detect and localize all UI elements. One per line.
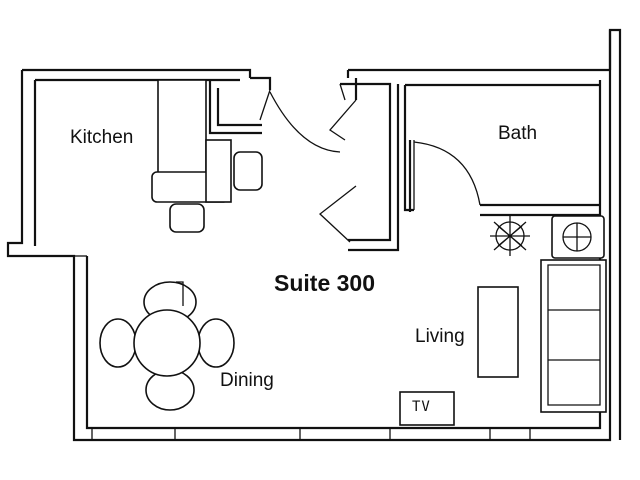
window-marks bbox=[91, 428, 531, 440]
room-label-dining: Dining bbox=[220, 370, 274, 391]
tv-label: TV bbox=[412, 399, 431, 415]
kitchen-furniture bbox=[151, 79, 263, 233]
sofa bbox=[540, 259, 607, 413]
tv-stand bbox=[399, 391, 455, 426]
kitchen-cabinet bbox=[205, 139, 232, 203]
kitchen-counter bbox=[157, 79, 207, 181]
coffee-table bbox=[477, 286, 519, 378]
kitchen-stool-bottom bbox=[169, 203, 205, 233]
suite-title: Suite 300 bbox=[274, 270, 375, 296]
room-label-bath: Bath bbox=[498, 123, 538, 144]
fan-icon bbox=[551, 215, 605, 259]
exterior-walls bbox=[6, 28, 622, 442]
dining-chair-right bbox=[197, 318, 235, 368]
kitchen-stool-right bbox=[233, 151, 263, 191]
room-label-living: Living bbox=[415, 326, 465, 347]
plant-icon bbox=[490, 216, 530, 256]
room-label-kitchen: Kitchen bbox=[70, 127, 134, 148]
living-furniture bbox=[399, 259, 607, 426]
dining-table bbox=[133, 309, 201, 377]
interior-walls bbox=[74, 76, 600, 257]
doors bbox=[259, 83, 481, 243]
dining-chair-left bbox=[99, 318, 137, 368]
dining-set bbox=[99, 281, 235, 411]
